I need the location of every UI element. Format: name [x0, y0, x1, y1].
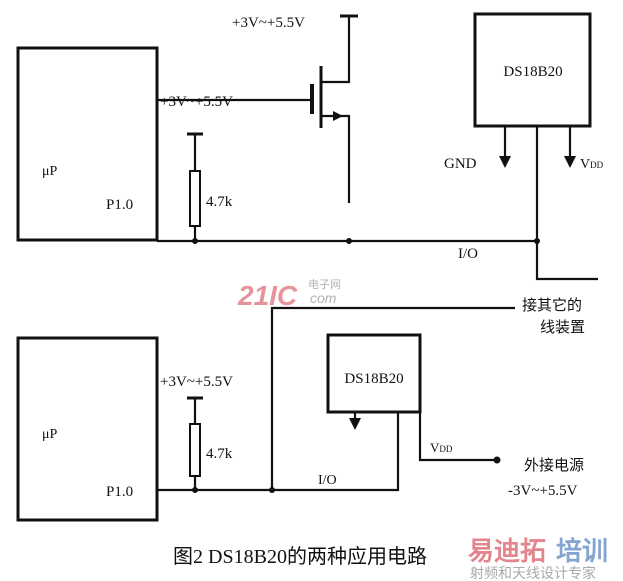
bottom-vdd-label: VDD [430, 440, 453, 455]
other-devices-label-2: 线装置 [540, 319, 585, 336]
bottom-resistor-supply-label: +3V~+5.5V [160, 374, 233, 390]
svg-text:电子网: 电子网 [308, 278, 341, 291]
resistor-icon [189, 170, 201, 227]
top-mcu-box [16, 46, 159, 242]
junction-dot [192, 238, 198, 244]
ext-power-label-2: -3V~+5.5V [508, 483, 578, 499]
bottom-sensor-box [326, 333, 422, 414]
top-resistor-label: 4.7k [206, 194, 233, 210]
top-pin-label: P1.0 [106, 197, 133, 213]
junction-dot [346, 238, 352, 244]
svg-text:21IC: 21IC [237, 280, 298, 311]
svg-text:com: com [310, 290, 337, 306]
vdd-terminal-dot [493, 456, 501, 464]
vdd-arrow-icon [564, 156, 576, 168]
top-sensor-box [473, 12, 592, 128]
junction-dot [192, 487, 198, 493]
figure-caption: 图2 DS18B20的两种应用电路 [173, 545, 427, 568]
svg-text:射频和天线设计专家: 射频和天线设计专家 [470, 565, 596, 581]
bottom-mcu-box [16, 336, 159, 522]
bus-wire [270, 306, 515, 490]
top-fet-supply-label: +3V~+5.5V [232, 15, 305, 31]
bottom-io-wire [157, 412, 400, 492]
bottom-sensor-label: DS18B20 [344, 371, 403, 387]
sensor-io-pin [535, 126, 598, 281]
top-vdd-label: VDD [580, 157, 604, 172]
vdd-wire [418, 412, 497, 462]
svg-text:易迪拓: 易迪拓 [468, 537, 546, 567]
gnd-arrow-icon [349, 418, 361, 430]
svg-text:培训: 培训 [556, 537, 608, 567]
training-watermark-logo: 易迪拓 培训 射频和天线设计专家 [468, 537, 608, 581]
top-gnd-label: GND [444, 156, 477, 172]
bottom-mcu-label: μP [42, 427, 58, 442]
top-mcu-label: μP [42, 164, 58, 179]
top-resistor-supply-label: +3V~+5.5V [160, 94, 233, 110]
ext-power-label-1: 外接电源 [524, 457, 584, 474]
gnd-arrow-icon [499, 156, 511, 168]
bottom-io-label: I/O [318, 473, 337, 488]
other-devices-label-1: 接其它的 [522, 296, 582, 314]
bottom-circuit: μP P1.0 +3V~+5.5V 4.7k I/O 接其它的 线装置 DS18… [16, 296, 585, 522]
top-circuit: μP P1.0 +3V~+5.5V +3V~+5.5V 4.7k I/O DS1… [16, 12, 604, 281]
bottom-resistor-label: 4.7k [206, 446, 233, 462]
top-sensor-label: DS18B20 [503, 64, 562, 80]
bottom-pin-label: P1.0 [106, 484, 133, 500]
top-io-label: I/O [458, 246, 478, 262]
resistor-icon [189, 423, 201, 477]
mosfet-icon [310, 16, 351, 203]
site-watermark-logo: 21IC 电子网 com [237, 278, 341, 311]
